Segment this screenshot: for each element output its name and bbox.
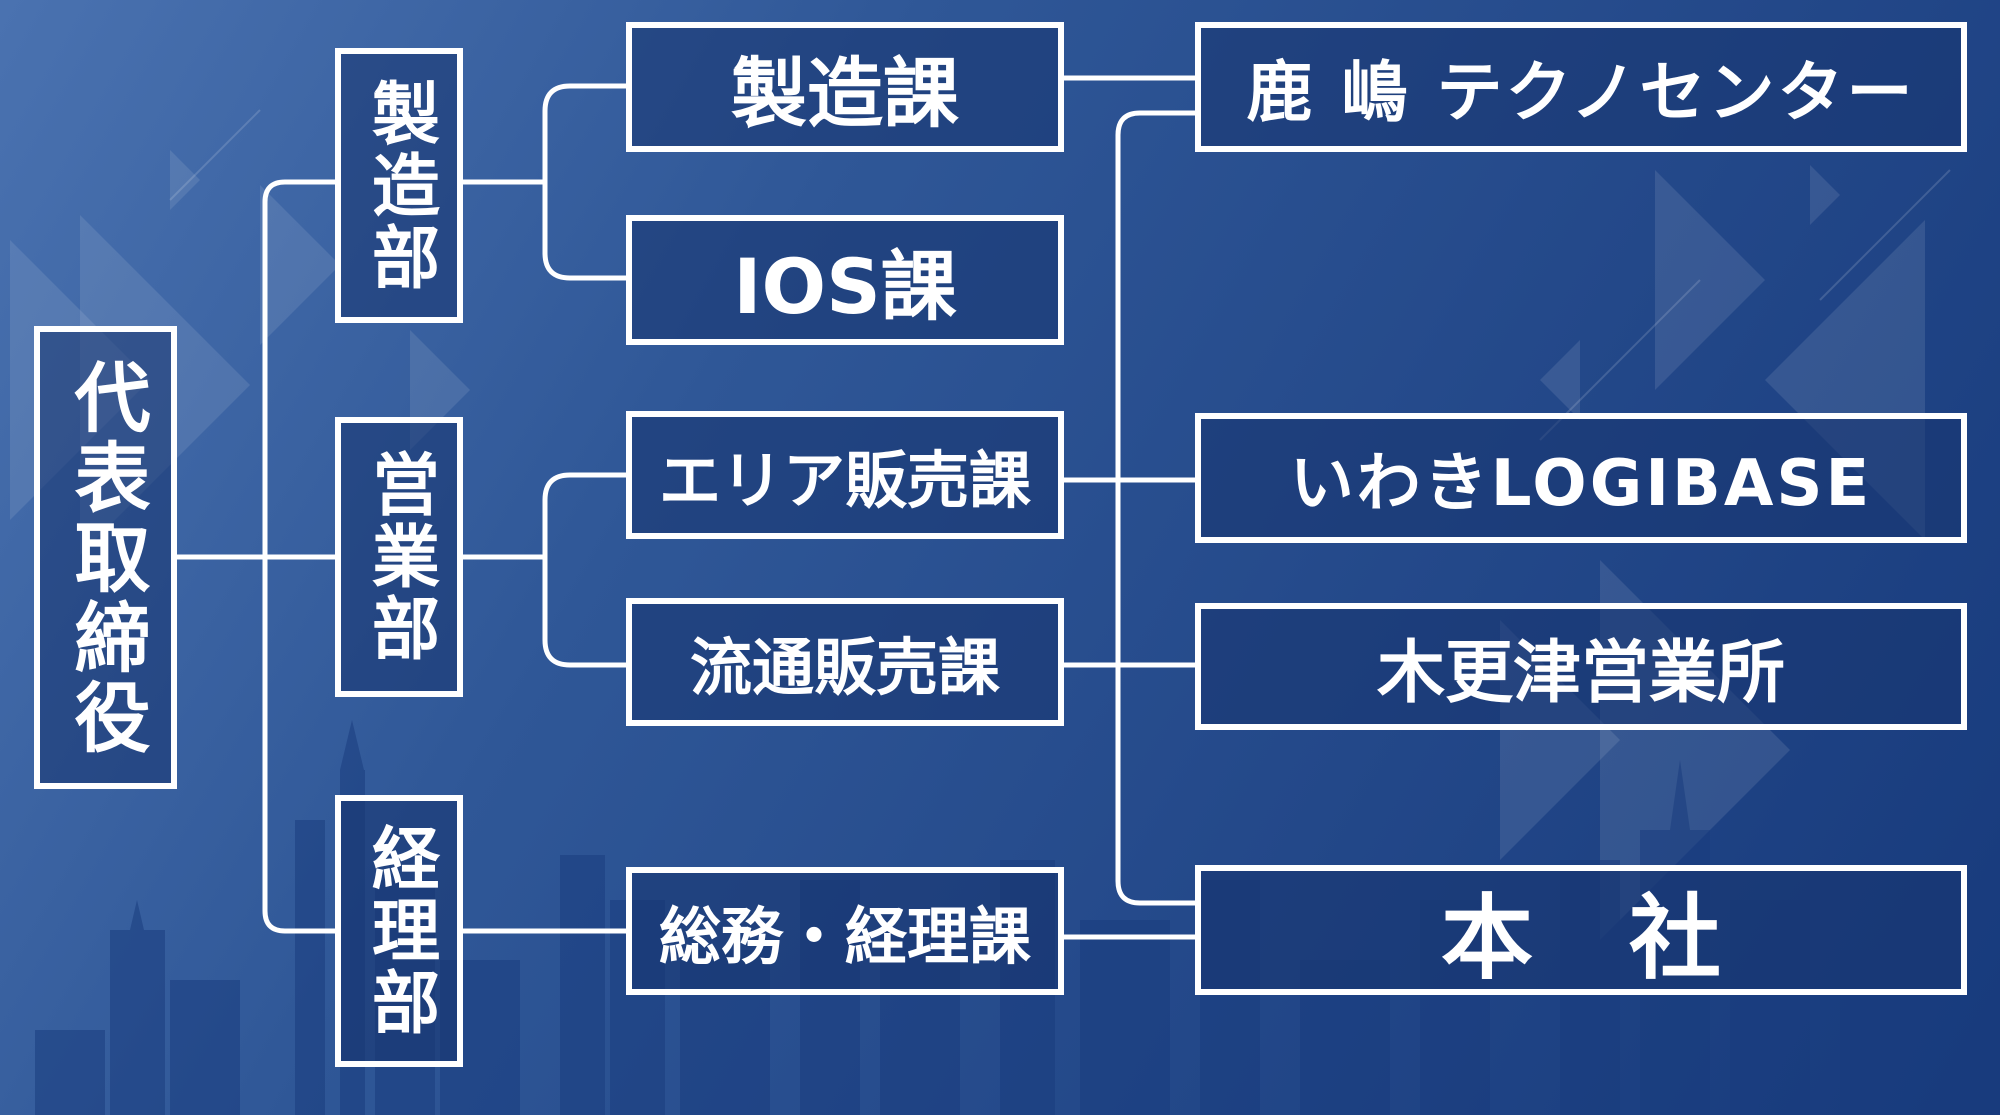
section-box-general-accounting: 総務・経理課 (626, 867, 1064, 995)
location-box-kisarazu: 木更津営業所 (1195, 603, 1967, 730)
department-box-accounting: 経理部 (335, 795, 463, 1067)
section-box-manufacturing: 製造課 (626, 22, 1064, 152)
department-box-manufacturing: 製造部 (335, 48, 463, 323)
section-box-area-sales: エリア販売課 (626, 411, 1064, 539)
connector-manufacturing-sections (542, 83, 629, 281)
location-box-kashima: 鹿 嶋 テクノセンター (1195, 22, 1967, 152)
section-box-ios: IOS課 (626, 215, 1064, 345)
section-label: 総務・経理課 (658, 900, 1031, 973)
location-box-headquarters: 本社 (1195, 865, 1967, 995)
deco-triangle (1540, 340, 1580, 420)
location-label: いわきLOGIBASE (1289, 447, 1873, 521)
section-label: IOS課 (733, 242, 957, 331)
deco-triangle (1810, 165, 1840, 225)
location-box-iwaki: いわきLOGIBASE (1195, 413, 1967, 543)
executive-label: 代表取締役 (61, 357, 151, 758)
deco-triangle (170, 150, 200, 210)
deco-line (169, 109, 261, 201)
deco-triangle (260, 185, 340, 345)
section-box-distribution-sales: 流通販売課 (626, 598, 1064, 726)
department-label: 製造部 (359, 77, 439, 294)
executive-box: 代表取締役 (34, 326, 177, 789)
location-label: 木更津営業所 (1376, 634, 1785, 713)
department-label: 営業部 (359, 449, 439, 665)
location-label: 鹿 嶋 テクノセンター (1246, 54, 1916, 131)
section-label: 製造課 (731, 49, 959, 138)
section-label: エリア販売課 (658, 444, 1031, 517)
connector-locations-trunk (1115, 110, 1198, 906)
department-label: 経理部 (359, 823, 439, 1039)
deco-line (1819, 169, 1951, 301)
connector-executive-to-departments (262, 179, 338, 934)
location-label: 本社 (1440, 884, 1817, 992)
connector-sales-sections (542, 472, 629, 668)
deco-triangle (1655, 170, 1765, 390)
section-label: 流通販売課 (689, 631, 1000, 704)
department-box-sales: 営業部 (335, 417, 463, 697)
